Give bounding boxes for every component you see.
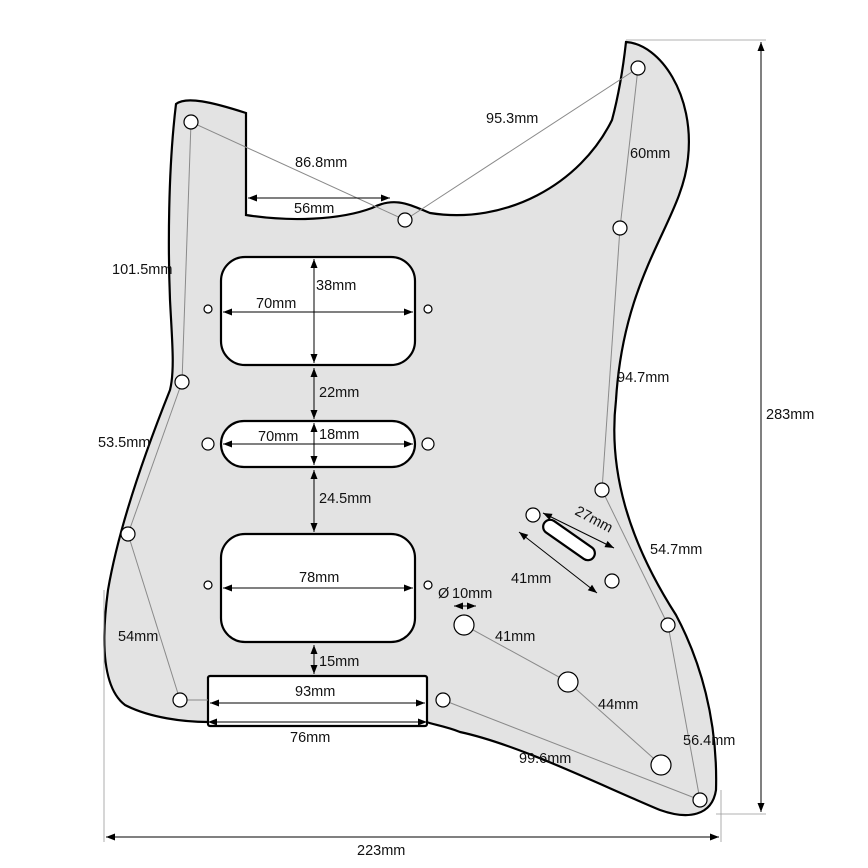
extension-lines (103, 39, 766, 842)
screw-hole (612, 220, 628, 236)
switch-screw-hole (604, 573, 620, 589)
screw-hole (660, 617, 676, 633)
label-54-7: 54.7mm (650, 542, 702, 558)
knob-hole (650, 754, 672, 776)
label-101-5: 101.5mm (112, 262, 172, 278)
guide-lines (127, 67, 701, 801)
label-56-4: 56.4mm (683, 733, 735, 749)
label-22: 22mm (319, 385, 359, 401)
screw-hole (594, 482, 610, 498)
label-94-7: 94.7mm (617, 370, 669, 386)
label-44: 44mm (598, 697, 638, 713)
screw-holes (120, 60, 708, 808)
label-86-8: 86.8mm (295, 155, 347, 171)
label-56: 56mm (294, 201, 334, 217)
neck-humbucker-cutout (219, 255, 417, 367)
screw-hole (172, 692, 188, 708)
label-10: 10mm (452, 586, 492, 602)
label-18: 18mm (319, 427, 359, 443)
label-38: 38mm (316, 278, 356, 294)
screw-hole (397, 212, 413, 228)
label-70-top: 70mm (256, 296, 296, 312)
knob-hole (453, 614, 475, 636)
pickup-mount-holes (201, 304, 435, 590)
label-78: 78mm (299, 570, 339, 586)
label-93: 93mm (295, 684, 335, 700)
label-24-5: 24.5mm (319, 491, 371, 507)
screw-hole (120, 526, 136, 542)
label-53-5: 53.5mm (98, 435, 150, 451)
label-95-3: 95.3mm (486, 111, 538, 127)
label-15: 15mm (319, 654, 359, 670)
label-60: 60mm (630, 146, 670, 162)
screw-hole (183, 114, 199, 130)
screw-hole (435, 692, 451, 708)
switch-screw-hole (525, 507, 541, 523)
screw-hole (692, 792, 708, 808)
label-70-mid: 70mm (258, 429, 298, 445)
label-diameter: Ø (438, 586, 449, 602)
label-99-6: 99.6mm (519, 751, 571, 767)
knob-hole (557, 671, 579, 693)
label-41-knob: 41mm (495, 629, 535, 645)
screw-hole (630, 60, 646, 76)
label-54: 54mm (118, 629, 158, 645)
label-223: 223mm (357, 843, 405, 859)
screw-hole (174, 374, 190, 390)
label-76: 76mm (290, 730, 330, 746)
label-41-switch: 41mm (511, 571, 551, 587)
dimension-arrows (106, 42, 765, 841)
label-283: 283mm (766, 407, 814, 423)
